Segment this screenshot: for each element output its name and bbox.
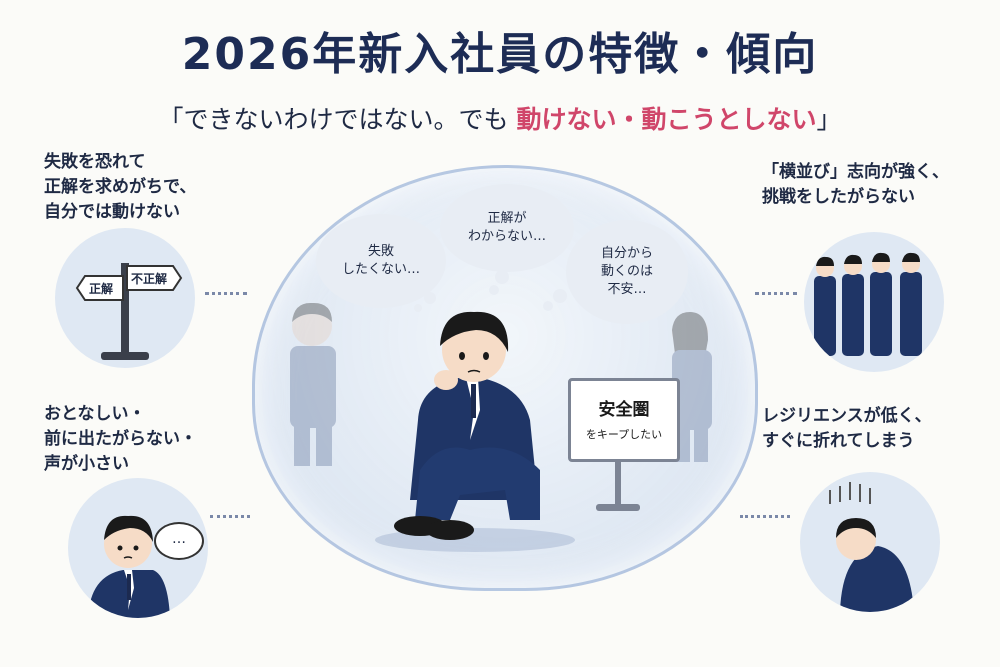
connector-top-left: [205, 292, 247, 295]
lined-up-circle: [804, 232, 944, 372]
page-subtitle: 「できないわけではない。でも 動けない・動こうとしない」: [0, 100, 1000, 136]
subtitle-suffix: 」: [816, 105, 842, 134]
note-fear-of-failure: 失敗を恐れて 正解を求めがちで、 自分では動けない: [44, 152, 197, 222]
signpost-label-correct: 正解: [89, 282, 114, 296]
drooping-employee-illustration: [829, 482, 914, 612]
note-quiet: おとなしい・ 前に出たがらない・ 声が小さい: [44, 404, 197, 474]
signpost-illustration: [75, 263, 183, 360]
subtitle-prefix: 「できないわけではない。でも: [158, 105, 517, 134]
quiet-employee-circle: …: [68, 478, 208, 618]
note-conformity: 「横並び」志向が強く、 挑戦をしたがらない: [762, 162, 949, 207]
note-low-resilience: レジリエンスが低く、 すぐに折れてしまう: [762, 406, 932, 451]
lined-up-employees-illustration: [814, 252, 922, 356]
thought-cloud-fear: 失敗 したくない…: [322, 220, 440, 302]
speech-bubble: …: [154, 522, 204, 560]
subtitle-highlight: 動けない・動こうとしない: [516, 105, 817, 134]
safe-zone-sign: 安全圏 をキープしたい: [568, 378, 680, 462]
thought-cloud-anxious: 自分から 動くのは 不安…: [572, 226, 682, 318]
signpost-circle: 正解 不正解: [55, 228, 195, 368]
safe-zone-sign-subtitle: をキープしたい: [585, 428, 663, 441]
drooping-employee-circle: [800, 472, 940, 612]
connector-bottom-left: [210, 515, 250, 518]
thought-cloud-unsure: 正解が わからない…: [446, 190, 568, 266]
quiet-employee-illustration: [88, 515, 170, 618]
connector-top-right: [755, 292, 797, 295]
connector-bottom-right: [740, 515, 790, 518]
page-title: 2026年新入社員の特徴・傾向: [181, 29, 819, 80]
signpost-label-incorrect: 不正解: [131, 272, 168, 286]
safe-zone-sign-title: 安全圏: [598, 400, 650, 420]
